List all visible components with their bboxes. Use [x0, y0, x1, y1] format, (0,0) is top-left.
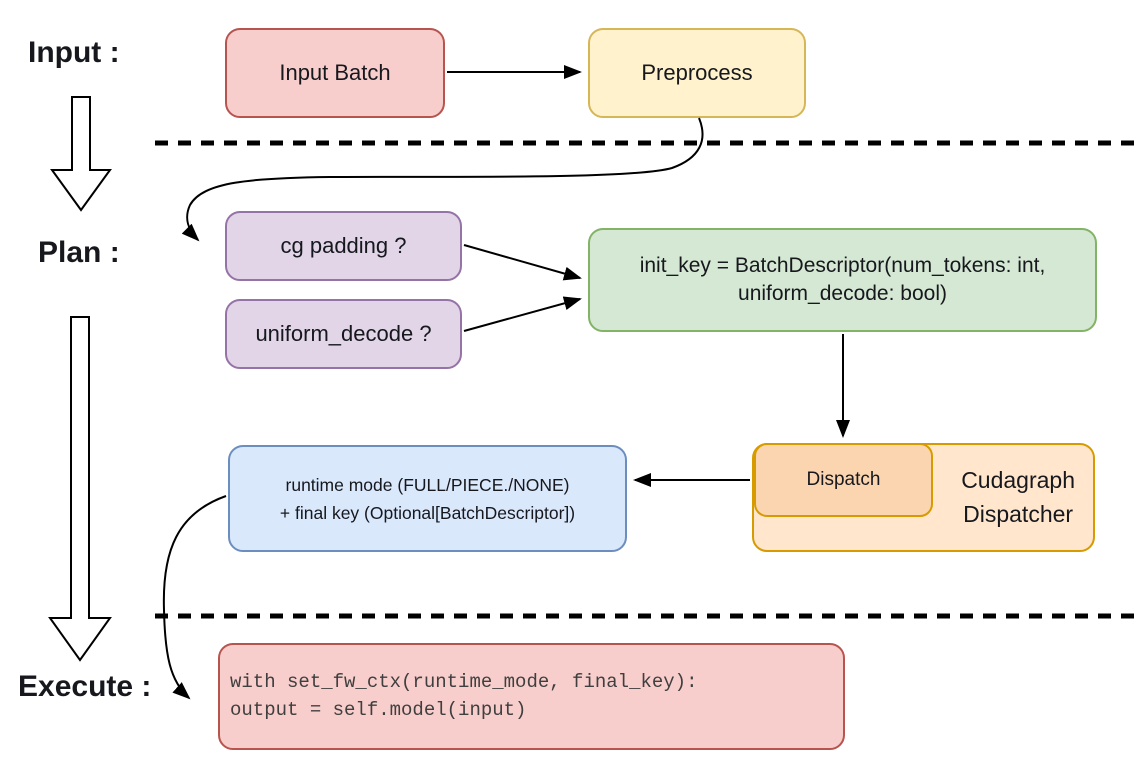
- node-init-key-line1: init_key = BatchDescriptor(num_tokens: i…: [639, 253, 1046, 277]
- execute-code-line2: output = self.model(input): [230, 698, 527, 721]
- node-init-key-line2: uniform_decode: bool): [738, 282, 947, 305]
- node-cudagraph-dispatcher-line1: Cudagraph: [961, 467, 1075, 494]
- node-runtime-mode-line2: + final key (Optional[BatchDescriptor]): [279, 502, 576, 523]
- arrow-runtime-mode-to-execute-code: [162, 495, 227, 700]
- arrow-cg-padding-to-init-key: [463, 244, 582, 281]
- node-preprocess-label: Preprocess: [641, 60, 753, 86]
- input-to-plan-arrow: [50, 96, 112, 212]
- node-dispatch: Dispatch: [754, 443, 933, 517]
- node-uniform-decode-label: uniform_decode ?: [255, 321, 432, 347]
- stage-label-input: Input :: [28, 36, 120, 69]
- node-uniform-decode: uniform_decode ?: [225, 299, 462, 369]
- node-cudagraph-dispatcher-line2: Dispatcher: [963, 500, 1074, 527]
- node-cg-padding: cg padding ?: [225, 211, 462, 281]
- node-execute-code: with set_fw_ctx(runtime_mode, final_key)…: [218, 643, 845, 750]
- stage-label-plan: Plan :: [38, 236, 120, 269]
- plan-to-execute-arrow: [48, 316, 112, 662]
- node-init-key: init_key = BatchDescriptor(num_tokens: i…: [588, 228, 1097, 332]
- execute-code-line1: with set_fw_ctx(runtime_mode, final_key)…: [230, 670, 698, 693]
- node-preprocess: Preprocess: [588, 28, 806, 118]
- arrow-uniform-decode-to-init-key: [463, 296, 582, 332]
- node-cg-padding-label: cg padding ?: [280, 233, 407, 259]
- node-input-batch: Input Batch: [225, 28, 445, 118]
- node-cudagraph-dispatcher-label: Cudagraph Dispatcher: [961, 445, 1075, 550]
- stage-label-execute: Execute :: [18, 670, 152, 703]
- node-runtime-mode-line1: runtime mode (FULL/PIECE./NONE): [285, 474, 570, 495]
- node-runtime-mode: runtime mode (FULL/PIECE./NONE) + final …: [228, 445, 627, 552]
- node-input-batch-label: Input Batch: [279, 60, 391, 86]
- node-dispatch-label: Dispatch: [806, 469, 881, 491]
